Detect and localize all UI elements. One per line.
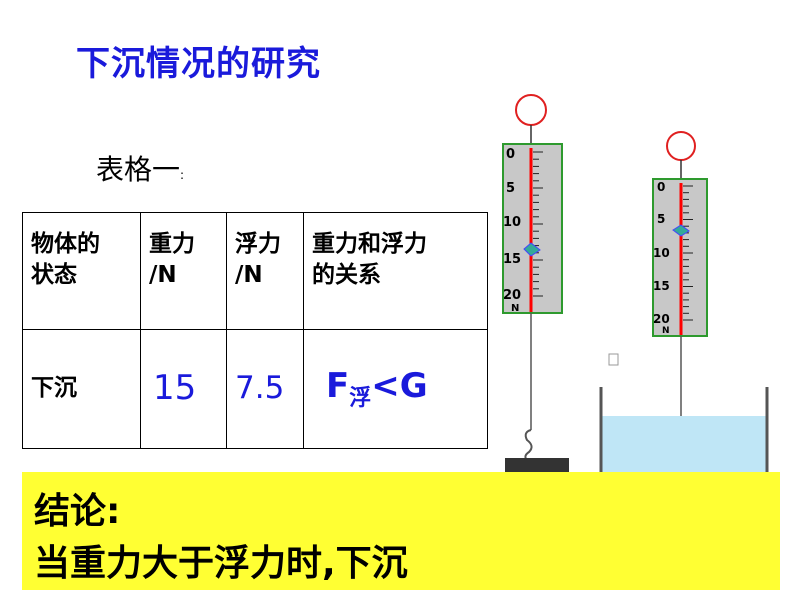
water-beaker [599, 353, 769, 476]
spring-scale-right: 0 5 10 15 20 N [652, 131, 709, 466]
pointer-right [672, 224, 690, 237]
conclusion-text: 当重力大于浮力时,下沉 [34, 543, 408, 584]
table-header-row: 物体的 状态 重力 /N 浮力 /N 重力和浮力 的关系 [22, 212, 488, 330]
header-gravity-line1: 重力 [149, 231, 195, 257]
cell-buoyancy: 7.5 [226, 329, 304, 449]
hook-left [524, 429, 533, 461]
conclusion-box: 结论: 当重力大于浮力时,下沉 [22, 472, 780, 590]
table-caption-text: 表格一 [96, 153, 181, 186]
tick-label-right-15: 15 [653, 279, 670, 293]
data-table: 物体的 状态 重力 /N 浮力 /N 重力和浮力 的关系 下沉 15 7.5 F… [22, 212, 488, 449]
page-title: 下沉情况的研究 [76, 44, 321, 84]
unit-label-right: N [662, 326, 670, 336]
pointer-left [523, 242, 541, 257]
tick-label-right-10: 10 [653, 246, 670, 260]
relation-f: F [326, 366, 350, 407]
tick-label-right-0: 0 [657, 180, 665, 194]
spring-scale-left: 0 5 10 15 20 N [502, 94, 569, 476]
tick-label-left-0: 0 [506, 147, 515, 162]
tick-label-left-20: 20 [503, 288, 521, 303]
cell-state: 下沉 [22, 329, 141, 449]
header-buoyancy: 浮力 /N [226, 212, 304, 330]
scale-ring-right [666, 131, 696, 161]
table-caption-colon: : [180, 168, 185, 182]
tick-label-left-10: 10 [503, 215, 521, 230]
unit-label-left: N [511, 303, 519, 314]
conclusion-heading: 结论: [34, 491, 121, 532]
header-state: 物体的 状态 [22, 212, 141, 330]
table-caption: 表格一: [96, 148, 184, 188]
tick-label-left-15: 15 [503, 252, 521, 267]
table-row: 下沉 15 7.5 F浮<G [22, 329, 488, 449]
header-relation-line1: 重力和浮力 [312, 231, 427, 257]
header-state-line2: 状态 [31, 262, 77, 289]
header-relation-line2: 的关系 [312, 262, 381, 289]
weight-block-left [505, 458, 569, 476]
small-square-icon [608, 353, 619, 366]
scale-ring-left [515, 94, 547, 126]
cell-relation: F浮<G [303, 329, 488, 449]
cell-gravity: 15 [140, 329, 227, 449]
header-buoyancy-line2: /N [235, 262, 263, 289]
relation-sub: 浮 [349, 386, 372, 412]
tick-label-right-20: 20 [653, 312, 670, 326]
tick-label-left-5: 5 [506, 181, 515, 196]
header-relation: 重力和浮力 的关系 [303, 212, 488, 330]
relation-op: <G [371, 366, 428, 407]
header-gravity-line2: /N [149, 262, 177, 289]
tick-label-right-5: 5 [657, 212, 665, 226]
header-buoyancy-line1: 浮力 [235, 231, 281, 257]
water [601, 416, 767, 476]
header-state-line1: 物体的 [31, 231, 100, 257]
